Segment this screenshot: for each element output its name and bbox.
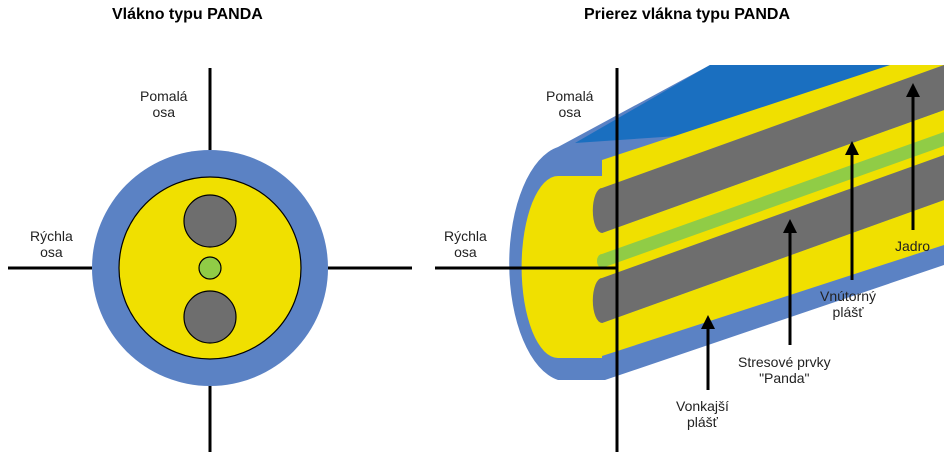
left-fiber-end-view (8, 68, 412, 452)
label-arrows (701, 83, 920, 390)
stress-rod-end (592, 188, 602, 233)
right-panel-title: Prierez vlákna typu PANDA (584, 6, 790, 23)
core-stripe (602, 132, 944, 268)
stress-rod-stripe (602, 65, 944, 233)
stress-rod-top (183, 194, 237, 248)
fiber-core (198, 256, 222, 280)
cladding-stripe (602, 200, 944, 356)
stress-rod-stripe (602, 155, 944, 323)
core-end (597, 254, 602, 268)
stress-rods-label: Stresové prvky"Panda" (738, 354, 831, 386)
core-label: Jadro (895, 238, 931, 254)
left-panel-title: Vlákno typu PANDA (112, 6, 263, 23)
right-axes (435, 68, 619, 452)
stress-rod-bottom (183, 290, 237, 344)
stress-rod-end (592, 278, 602, 323)
